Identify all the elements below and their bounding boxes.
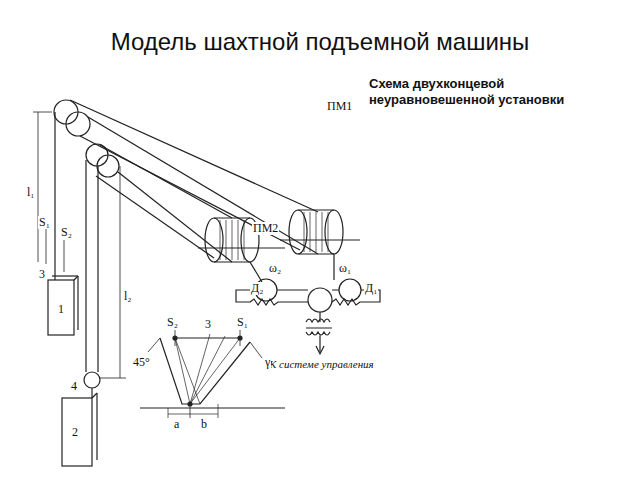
- callout-label: ω₁: [338, 262, 352, 275]
- callout-label: 4: [70, 380, 78, 393]
- callout-label: 3: [38, 268, 46, 281]
- wire: [277, 289, 339, 290]
- wire: [236, 290, 308, 305]
- rope: [54, 112, 55, 268]
- shaft: [333, 254, 334, 280]
- force-arrow: [46, 228, 47, 264]
- callout-label: S₁: [236, 316, 249, 329]
- skip-edge: [96, 393, 97, 460]
- pulley-4: [84, 372, 100, 388]
- skip-edge: [77, 276, 78, 330]
- drum: [280, 210, 360, 254]
- callout-label: Д₂: [250, 282, 264, 295]
- callout-label: ПМ2: [252, 222, 279, 235]
- headframe-scheme: [140, 330, 285, 418]
- callout-label: К системе управления: [268, 358, 375, 370]
- callout-label: b: [200, 418, 208, 431]
- callout-label: a: [173, 418, 180, 431]
- callout-label: 1: [57, 303, 65, 316]
- generator: [308, 288, 332, 312]
- skip-edge: [52, 275, 78, 276]
- motor: [339, 279, 361, 301]
- callout-label: 3: [204, 318, 212, 331]
- callout-label: S₁: [38, 216, 51, 229]
- scheme-caption: Схема двухконцевой неуравновешенной уста…: [368, 76, 585, 109]
- skip-1: [48, 280, 74, 335]
- sheave: [66, 112, 90, 136]
- arrow-head: [316, 346, 324, 354]
- rope: [80, 136, 300, 250]
- callout-label: S₂: [166, 316, 179, 329]
- callout-label: S₂: [60, 226, 73, 239]
- skip-edge: [92, 393, 97, 398]
- skip-2: [62, 398, 92, 466]
- rope: [97, 166, 98, 372]
- callout-label: Д₁: [364, 282, 378, 295]
- drum: [198, 218, 285, 262]
- dimension-tick: [33, 112, 52, 113]
- rope: [85, 160, 86, 372]
- dimension-tick: [100, 378, 126, 379]
- rope: [96, 176, 214, 258]
- callout-label: γ: [264, 356, 271, 369]
- shaft: [250, 262, 262, 282]
- page-title: Модель шахтной подъемной машины: [0, 28, 640, 56]
- hanger: [91, 388, 92, 398]
- callout-label: 45°: [132, 356, 151, 369]
- transformer: [306, 312, 332, 352]
- hanger: [54, 268, 55, 280]
- callout-label: ПМ1: [326, 100, 353, 113]
- sheave: [97, 155, 119, 177]
- callout-label: ω₂: [268, 262, 282, 275]
- callout-label: 2: [71, 426, 79, 439]
- rope: [88, 117, 318, 254]
- force-arrow: [64, 240, 65, 272]
- callout-label: l₂: [123, 290, 133, 303]
- dimension-line: [120, 166, 121, 378]
- callout-label: l₁: [26, 186, 36, 199]
- dimension-line: [38, 112, 39, 262]
